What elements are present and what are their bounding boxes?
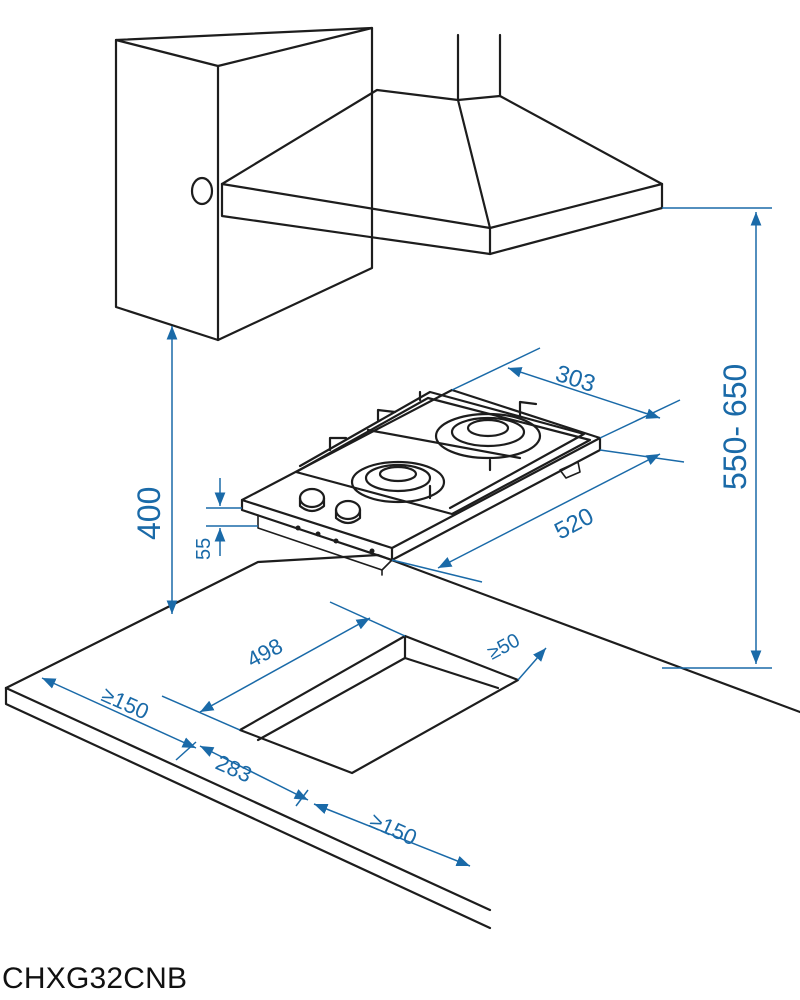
worktop xyxy=(4,553,800,930)
cutout-width-label: 498 xyxy=(243,633,287,672)
left-clearance-label: ≥150 xyxy=(98,682,153,725)
pan-support xyxy=(294,390,592,516)
burner-front xyxy=(350,460,446,504)
gas-hob xyxy=(240,388,602,576)
hob-height-label: 55 xyxy=(193,538,215,560)
back-clearance-label: ≥50 xyxy=(484,629,524,664)
front-clearance-label: ≥150 xyxy=(366,808,421,851)
hood-height-label: 550- 650 xyxy=(717,364,753,490)
model-number: CHXG32CNB xyxy=(2,962,188,995)
dimension-lines xyxy=(41,207,772,867)
cooker-hood xyxy=(220,33,664,256)
cabinet-clearance-label: 400 xyxy=(131,487,167,540)
hob-depth-label: 303 xyxy=(552,360,598,398)
hob-width-label: 520 xyxy=(550,503,598,546)
cabinet-knob-icon xyxy=(190,176,214,206)
control-knob-icon xyxy=(334,499,362,525)
wall-cabinet xyxy=(114,26,374,342)
control-knob-icon xyxy=(298,487,326,513)
